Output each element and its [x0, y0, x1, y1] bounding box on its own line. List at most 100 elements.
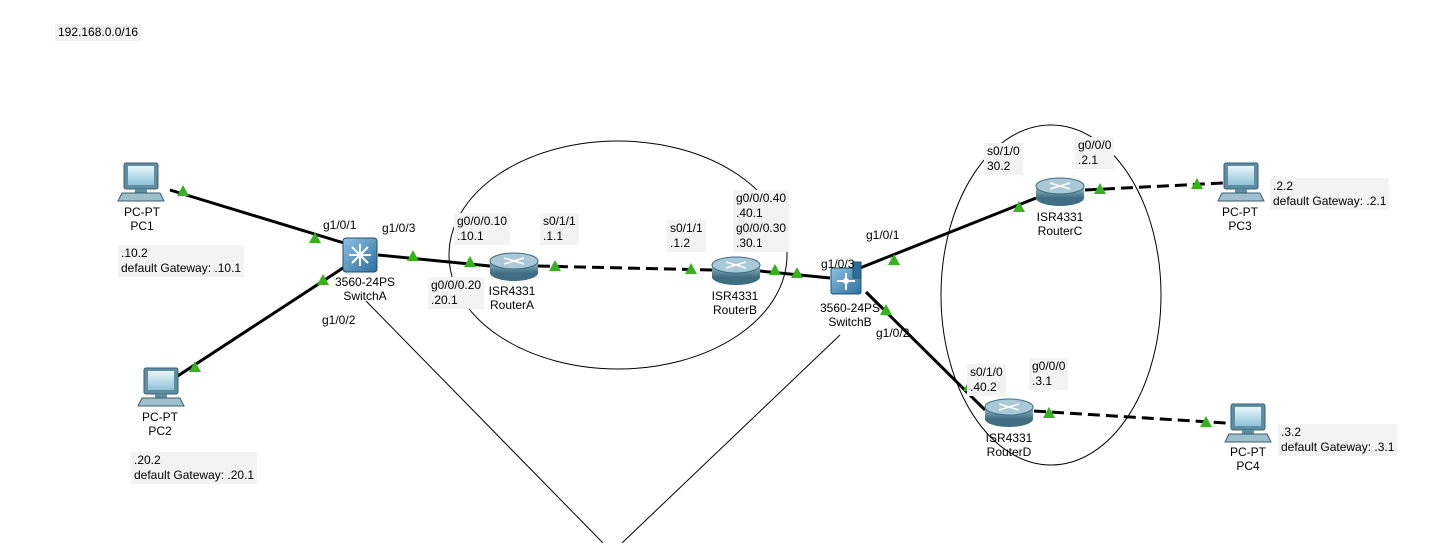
link-switchB-routerC[interactable]	[859, 196, 1037, 270]
switchB-port-g102: g1/0/2	[876, 326, 910, 340]
pc1-model: PC-PT	[124, 205, 160, 219]
routerC-icon[interactable]	[1035, 177, 1085, 206]
routerC-serial-ip: 30.2	[987, 159, 1011, 173]
routerD-serial-ip: .40.2	[970, 380, 997, 394]
switchB-model: 3560-24PS	[819, 301, 881, 315]
switchA-model: 3560-24PS	[334, 275, 396, 289]
routerB-label: ISR4331 RouterB	[703, 289, 767, 317]
routerD-model: ISR4331	[985, 431, 1033, 445]
routerC-g000-name: g0/0/0	[1078, 138, 1112, 152]
pc1-icon[interactable]	[117, 162, 165, 202]
pc3-gateway: default Gateway: .2.1	[1273, 194, 1387, 208]
switchB-icon[interactable]	[830, 261, 862, 295]
subnet-ellipse-right	[940, 124, 1162, 466]
routerC-serial-name: s0/1/0	[987, 144, 1020, 158]
port-up-indicator	[1094, 183, 1106, 194]
switchA-name: SwitchA	[343, 289, 387, 303]
routerA-sub20-ip: .20.1	[431, 293, 458, 307]
routerC-name: RouterC	[1037, 224, 1083, 238]
link-pc1-switchA[interactable]	[169, 188, 345, 245]
port-up-indicator	[189, 361, 201, 372]
port-up-indicator	[549, 260, 561, 271]
pc2-ip: .20.2	[134, 453, 161, 467]
routerC-serial-note[interactable]: s0/1/0 30.2	[984, 143, 1023, 175]
annotation-line-a	[365, 300, 604, 543]
routerA-sub20-note[interactable]: g0/0/0.20 .20.1	[428, 277, 485, 309]
port-up-indicator	[1200, 416, 1212, 427]
pc4-ip-note[interactable]: .3.2 default Gateway: .3.1	[1278, 424, 1398, 456]
routerB-serial-ip: .1.2	[670, 236, 691, 250]
pc3-icon[interactable]	[1217, 162, 1265, 202]
routerD-name: RouterD	[986, 445, 1032, 459]
routerC-model: ISR4331	[1036, 210, 1084, 224]
pc4-ip: .3.2	[1281, 425, 1302, 439]
pc2-label: PC-PT PC2	[130, 410, 190, 438]
switchA-label: 3560-24PS SwitchA	[325, 275, 405, 303]
routerD-icon[interactable]	[984, 398, 1034, 427]
port-up-indicator	[309, 232, 321, 243]
routerA-serial-ip: .1.1	[543, 229, 564, 243]
link-routerA-routerB[interactable]	[537, 264, 713, 272]
switchB-port-g103: g1/0/3	[821, 257, 855, 271]
pc3-model: PC-PT	[1222, 205, 1258, 219]
routerA-sub20-name: g0/0/0.20	[431, 278, 482, 292]
switchA-icon[interactable]	[342, 237, 378, 273]
port-up-indicator	[791, 267, 803, 278]
pc2-icon[interactable]	[137, 367, 185, 407]
routerC-g000-ip: .2.1	[1078, 153, 1099, 167]
routerD-serial-name: s0/1/0	[970, 365, 1003, 379]
pc1-name: PC1	[130, 219, 154, 233]
routerD-label: ISR4331 RouterD	[977, 431, 1041, 459]
routerD-serial-note[interactable]: s0/1/0 .40.2	[967, 364, 1006, 396]
pc2-gateway: default Gateway: .20.1	[134, 468, 255, 482]
link-routerD-pc4[interactable]	[1033, 409, 1227, 425]
subnet-ellipse-left	[448, 140, 788, 370]
routerA-sub10-note[interactable]: g0/0/0.10 .10.1	[454, 213, 511, 245]
pc4-icon[interactable]	[1224, 403, 1272, 443]
port-up-indicator	[769, 264, 781, 275]
routerA-serial-note[interactable]: s0/1/1 .1.1	[540, 213, 579, 245]
port-up-indicator	[880, 304, 892, 315]
routerB-sub30-name: g0/0/0.30	[736, 221, 787, 235]
port-up-indicator	[888, 254, 900, 265]
routerB-icon[interactable]	[711, 256, 761, 285]
routerA-sub10-ip: .10.1	[457, 229, 484, 243]
routerA-name: RouterA	[489, 298, 535, 312]
routerA-model: ISR4331	[488, 284, 536, 298]
port-up-indicator	[407, 250, 419, 261]
port-up-indicator	[317, 274, 329, 285]
routerA-serial-name: s0/1/1	[543, 214, 576, 228]
routerD-g000-note[interactable]: g0/0/0 .3.1	[1029, 358, 1069, 390]
routerA-icon[interactable]	[489, 252, 539, 281]
switchA-port-g101: g1/0/1	[323, 218, 357, 232]
switchB-name: SwitchB	[828, 315, 872, 329]
port-up-indicator	[177, 185, 189, 196]
pc3-name: PC3	[1228, 219, 1252, 233]
network-note[interactable]: 192.168.0.0/16	[55, 24, 142, 41]
pc3-ip-note[interactable]: .2.2 default Gateway: .2.1	[1270, 178, 1390, 210]
routerC-g000-note[interactable]: g0/0/0 .2.1	[1075, 137, 1115, 169]
pc4-model: PC-PT	[1230, 445, 1266, 459]
routerD-g000-ip: .3.1	[1032, 374, 1053, 388]
switchA-port-g102: g1/0/2	[322, 313, 356, 327]
routerB-subs-note[interactable]: g0/0/0.40 .40.1 g0/0/0.30 .30.1	[733, 190, 790, 252]
port-up-indicator	[1013, 201, 1025, 212]
switchB-port-g101: g1/0/1	[866, 228, 900, 242]
port-up-indicator	[1191, 178, 1203, 189]
pc2-ip-note[interactable]: .20.2 default Gateway: .20.1	[131, 452, 258, 484]
pc1-label: PC-PT PC1	[112, 205, 172, 233]
switchB-label: 3560-24PS SwitchB	[810, 301, 890, 329]
port-up-indicator	[464, 256, 476, 267]
link-pc2-switchA[interactable]	[169, 264, 347, 383]
pc4-gateway: default Gateway: .3.1	[1281, 440, 1395, 454]
pc2-model: PC-PT	[142, 410, 178, 424]
routerB-model: ISR4331	[711, 289, 759, 303]
routerD-g000-name: g0/0/0	[1032, 359, 1066, 373]
routerB-serial-note[interactable]: s0/1/1 .1.2	[667, 220, 706, 252]
pc2-name: PC2	[148, 424, 172, 438]
port-up-indicator	[685, 263, 697, 274]
switchA-port-g103: g1/0/3	[382, 221, 416, 235]
pc1-ip-note[interactable]: .10.2 default Gateway: .10.1	[118, 245, 245, 277]
routerB-name: RouterB	[712, 303, 758, 317]
